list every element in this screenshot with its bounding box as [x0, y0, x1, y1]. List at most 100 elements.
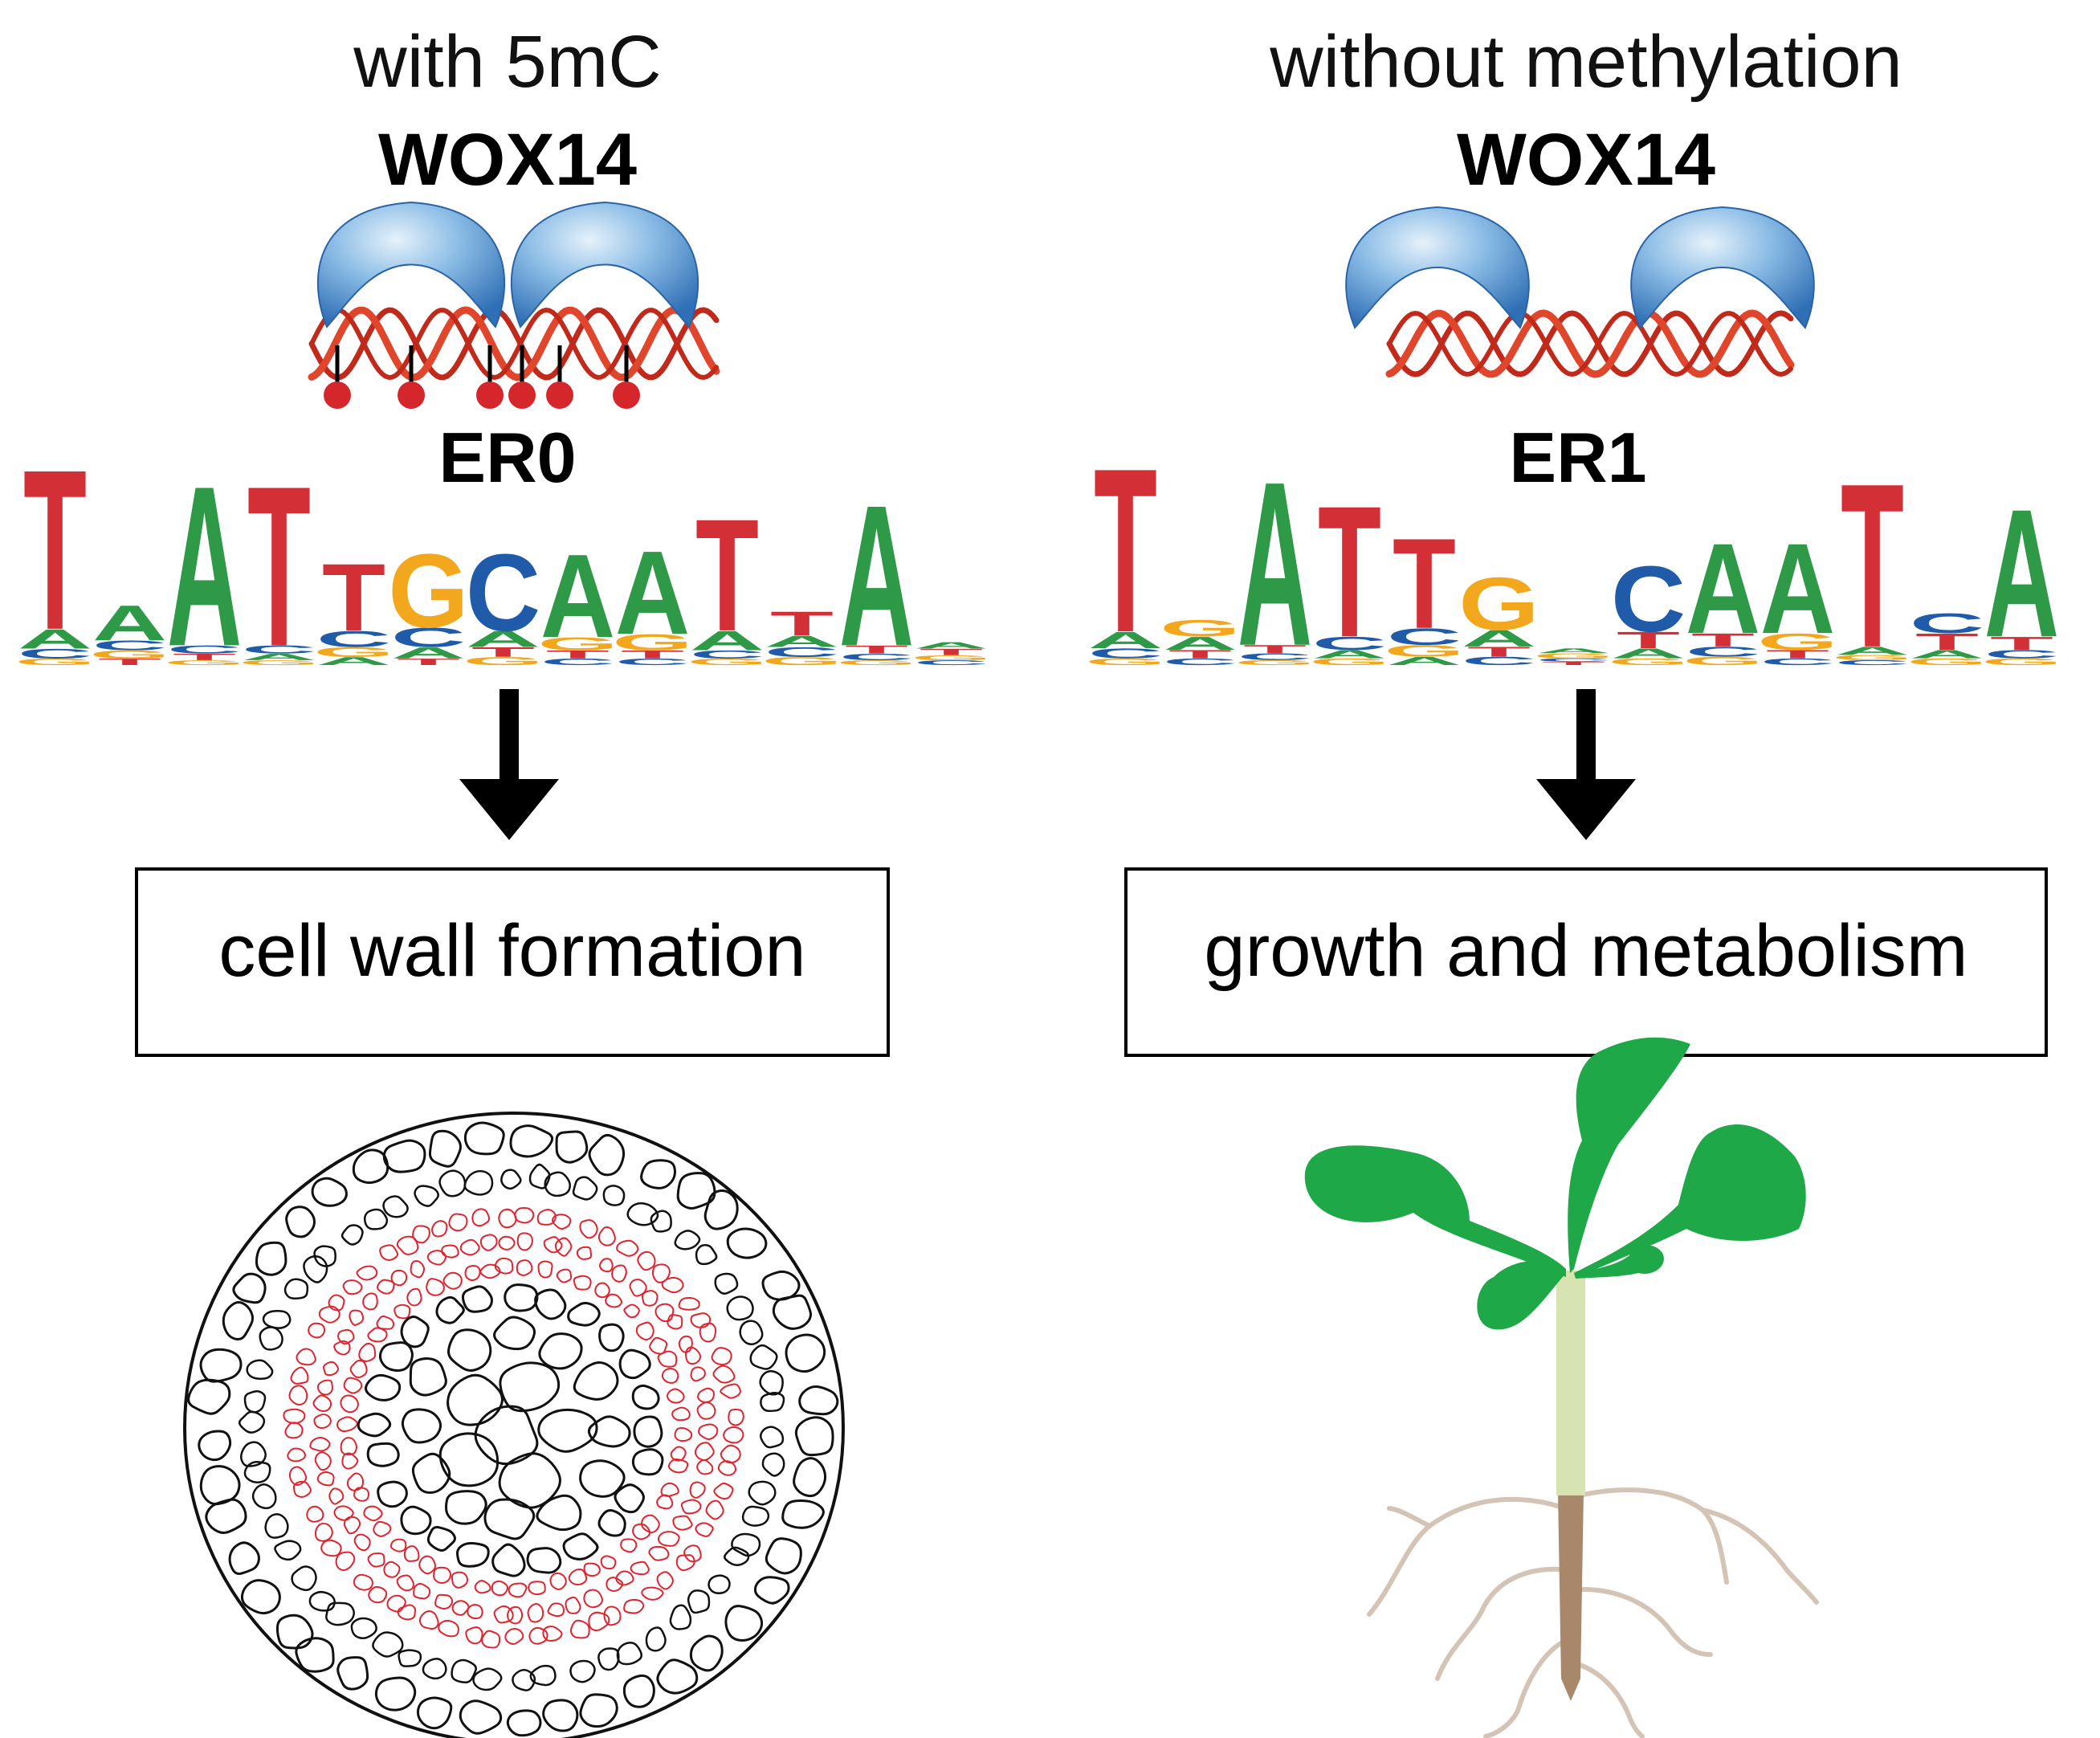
vascular-cell — [448, 1213, 468, 1232]
logo-letter-A: A — [914, 640, 989, 651]
logo-letter-A: A — [1088, 627, 1163, 654]
vascular-cell — [465, 1626, 483, 1645]
vascular-cell — [603, 1605, 622, 1626]
pith-cell — [536, 1494, 582, 1532]
vascular-cell — [623, 1304, 640, 1319]
epidermis-cell — [352, 1148, 389, 1185]
vascular-cell — [349, 1360, 368, 1379]
cortex-cell — [382, 1195, 409, 1218]
cortex-cell — [259, 1326, 283, 1351]
epidermis-cell — [199, 1465, 241, 1506]
logo-letter-G: G — [313, 644, 393, 659]
vascular-cell — [694, 1442, 715, 1461]
logo-letter-T: T — [1841, 434, 1904, 696]
logo-letter-T: T — [920, 647, 983, 658]
vascular-cell — [615, 1570, 634, 1586]
logo-letter-T: T — [471, 644, 535, 659]
cortex-cell — [239, 1441, 267, 1467]
wox14-dimer-bound — [316, 201, 699, 328]
methyl-mark — [613, 381, 640, 409]
pith-cell — [631, 1384, 660, 1410]
cortex-cell — [528, 1163, 551, 1189]
pith-cell — [567, 1302, 601, 1327]
vascular-cell — [367, 1327, 388, 1343]
logo-letter-A: A — [1387, 655, 1462, 667]
vascular-cell — [426, 1250, 447, 1266]
logo-letter-C: C — [1238, 651, 1312, 662]
vascular-cell — [630, 1561, 650, 1576]
logo-letter-T: T — [1990, 633, 2053, 654]
pith-cell — [597, 1509, 626, 1537]
vascular-cell — [376, 1316, 395, 1330]
epidermis-cell — [555, 1130, 589, 1164]
vascular-cell — [333, 1340, 351, 1356]
dna-strand — [1386, 310, 1794, 377]
vascular-cell — [632, 1523, 651, 1540]
pith-cell — [474, 1405, 539, 1466]
logo-letter-T: T — [23, 422, 87, 677]
logo-letter-A: A — [1163, 633, 1238, 654]
vascular-cell — [527, 1603, 544, 1623]
logo-letter-C: C — [466, 532, 540, 655]
vascular-cell — [675, 1554, 695, 1572]
logo-letter-A: A — [18, 624, 92, 655]
vascular-cell — [728, 1409, 744, 1426]
vascular-cell — [336, 1416, 358, 1433]
cortex-cell — [616, 1642, 643, 1666]
logo-letter-G: G — [1085, 657, 1165, 667]
logo-letter-G: G — [836, 659, 917, 666]
logo-letter-G: G — [537, 634, 618, 655]
vascular-cell — [684, 1346, 702, 1365]
epidermis-cell — [228, 1541, 260, 1575]
dna-strand — [308, 307, 720, 381]
logo-letter-A: A — [540, 530, 615, 663]
dna-strand — [1387, 310, 1793, 377]
vascular-cell — [337, 1328, 355, 1345]
factor-label-methylated: WOX14 — [378, 119, 637, 201]
cortex-cell — [243, 1390, 267, 1414]
logo-letter-A: A — [1462, 625, 1536, 651]
logo-letter-C: C — [391, 622, 466, 653]
pith-cell — [587, 1415, 631, 1448]
vascular-cell — [536, 1209, 557, 1226]
pith-cell — [579, 1459, 626, 1498]
motif-name-er1: ER1 — [1509, 418, 1646, 497]
vascular-cell — [431, 1220, 448, 1238]
logo-letter-A: A — [167, 439, 242, 694]
vascular-cell — [316, 1379, 333, 1396]
pith-cell — [401, 1408, 442, 1444]
epidermis-cell — [463, 1121, 505, 1156]
vascular-cell — [288, 1385, 308, 1405]
cortex-cell — [739, 1320, 764, 1346]
vascular-cell — [678, 1296, 700, 1311]
epidermis-cell — [240, 1579, 281, 1615]
vascular-cell — [568, 1568, 588, 1585]
epidermis-cell — [428, 1129, 463, 1168]
vascular-cell — [315, 1523, 333, 1542]
vascular-cell — [481, 1630, 501, 1649]
cortex-cell — [243, 1461, 271, 1483]
logo-letter-G: G — [687, 657, 768, 667]
cortex-cell — [687, 1589, 711, 1614]
logo-letter-C: C — [1835, 659, 1910, 667]
logo-letter-G: G — [1981, 657, 2061, 667]
wox14-protein — [1630, 206, 1815, 329]
vascular-cell — [442, 1271, 463, 1290]
vascular-cell — [611, 1264, 627, 1283]
cortex-cell — [714, 1272, 739, 1295]
pith-cell — [498, 1452, 561, 1509]
vascular-cell — [683, 1544, 702, 1563]
condition-label-methylated: with 5mC — [353, 21, 661, 103]
pith-cell — [534, 1288, 567, 1320]
epidermis-cell — [222, 1301, 255, 1341]
pith-cell — [411, 1452, 451, 1495]
vascular-cell — [356, 1265, 378, 1281]
vascular-cell — [717, 1460, 737, 1476]
logo-letter-T: T — [397, 657, 460, 667]
vascular-cell — [656, 1494, 674, 1510]
logo-letter-A: A — [466, 626, 540, 652]
vascular-cell — [528, 1626, 548, 1645]
vascular-cell — [343, 1377, 363, 1394]
vascular-cell — [588, 1611, 610, 1632]
cortex-cell — [274, 1540, 302, 1561]
